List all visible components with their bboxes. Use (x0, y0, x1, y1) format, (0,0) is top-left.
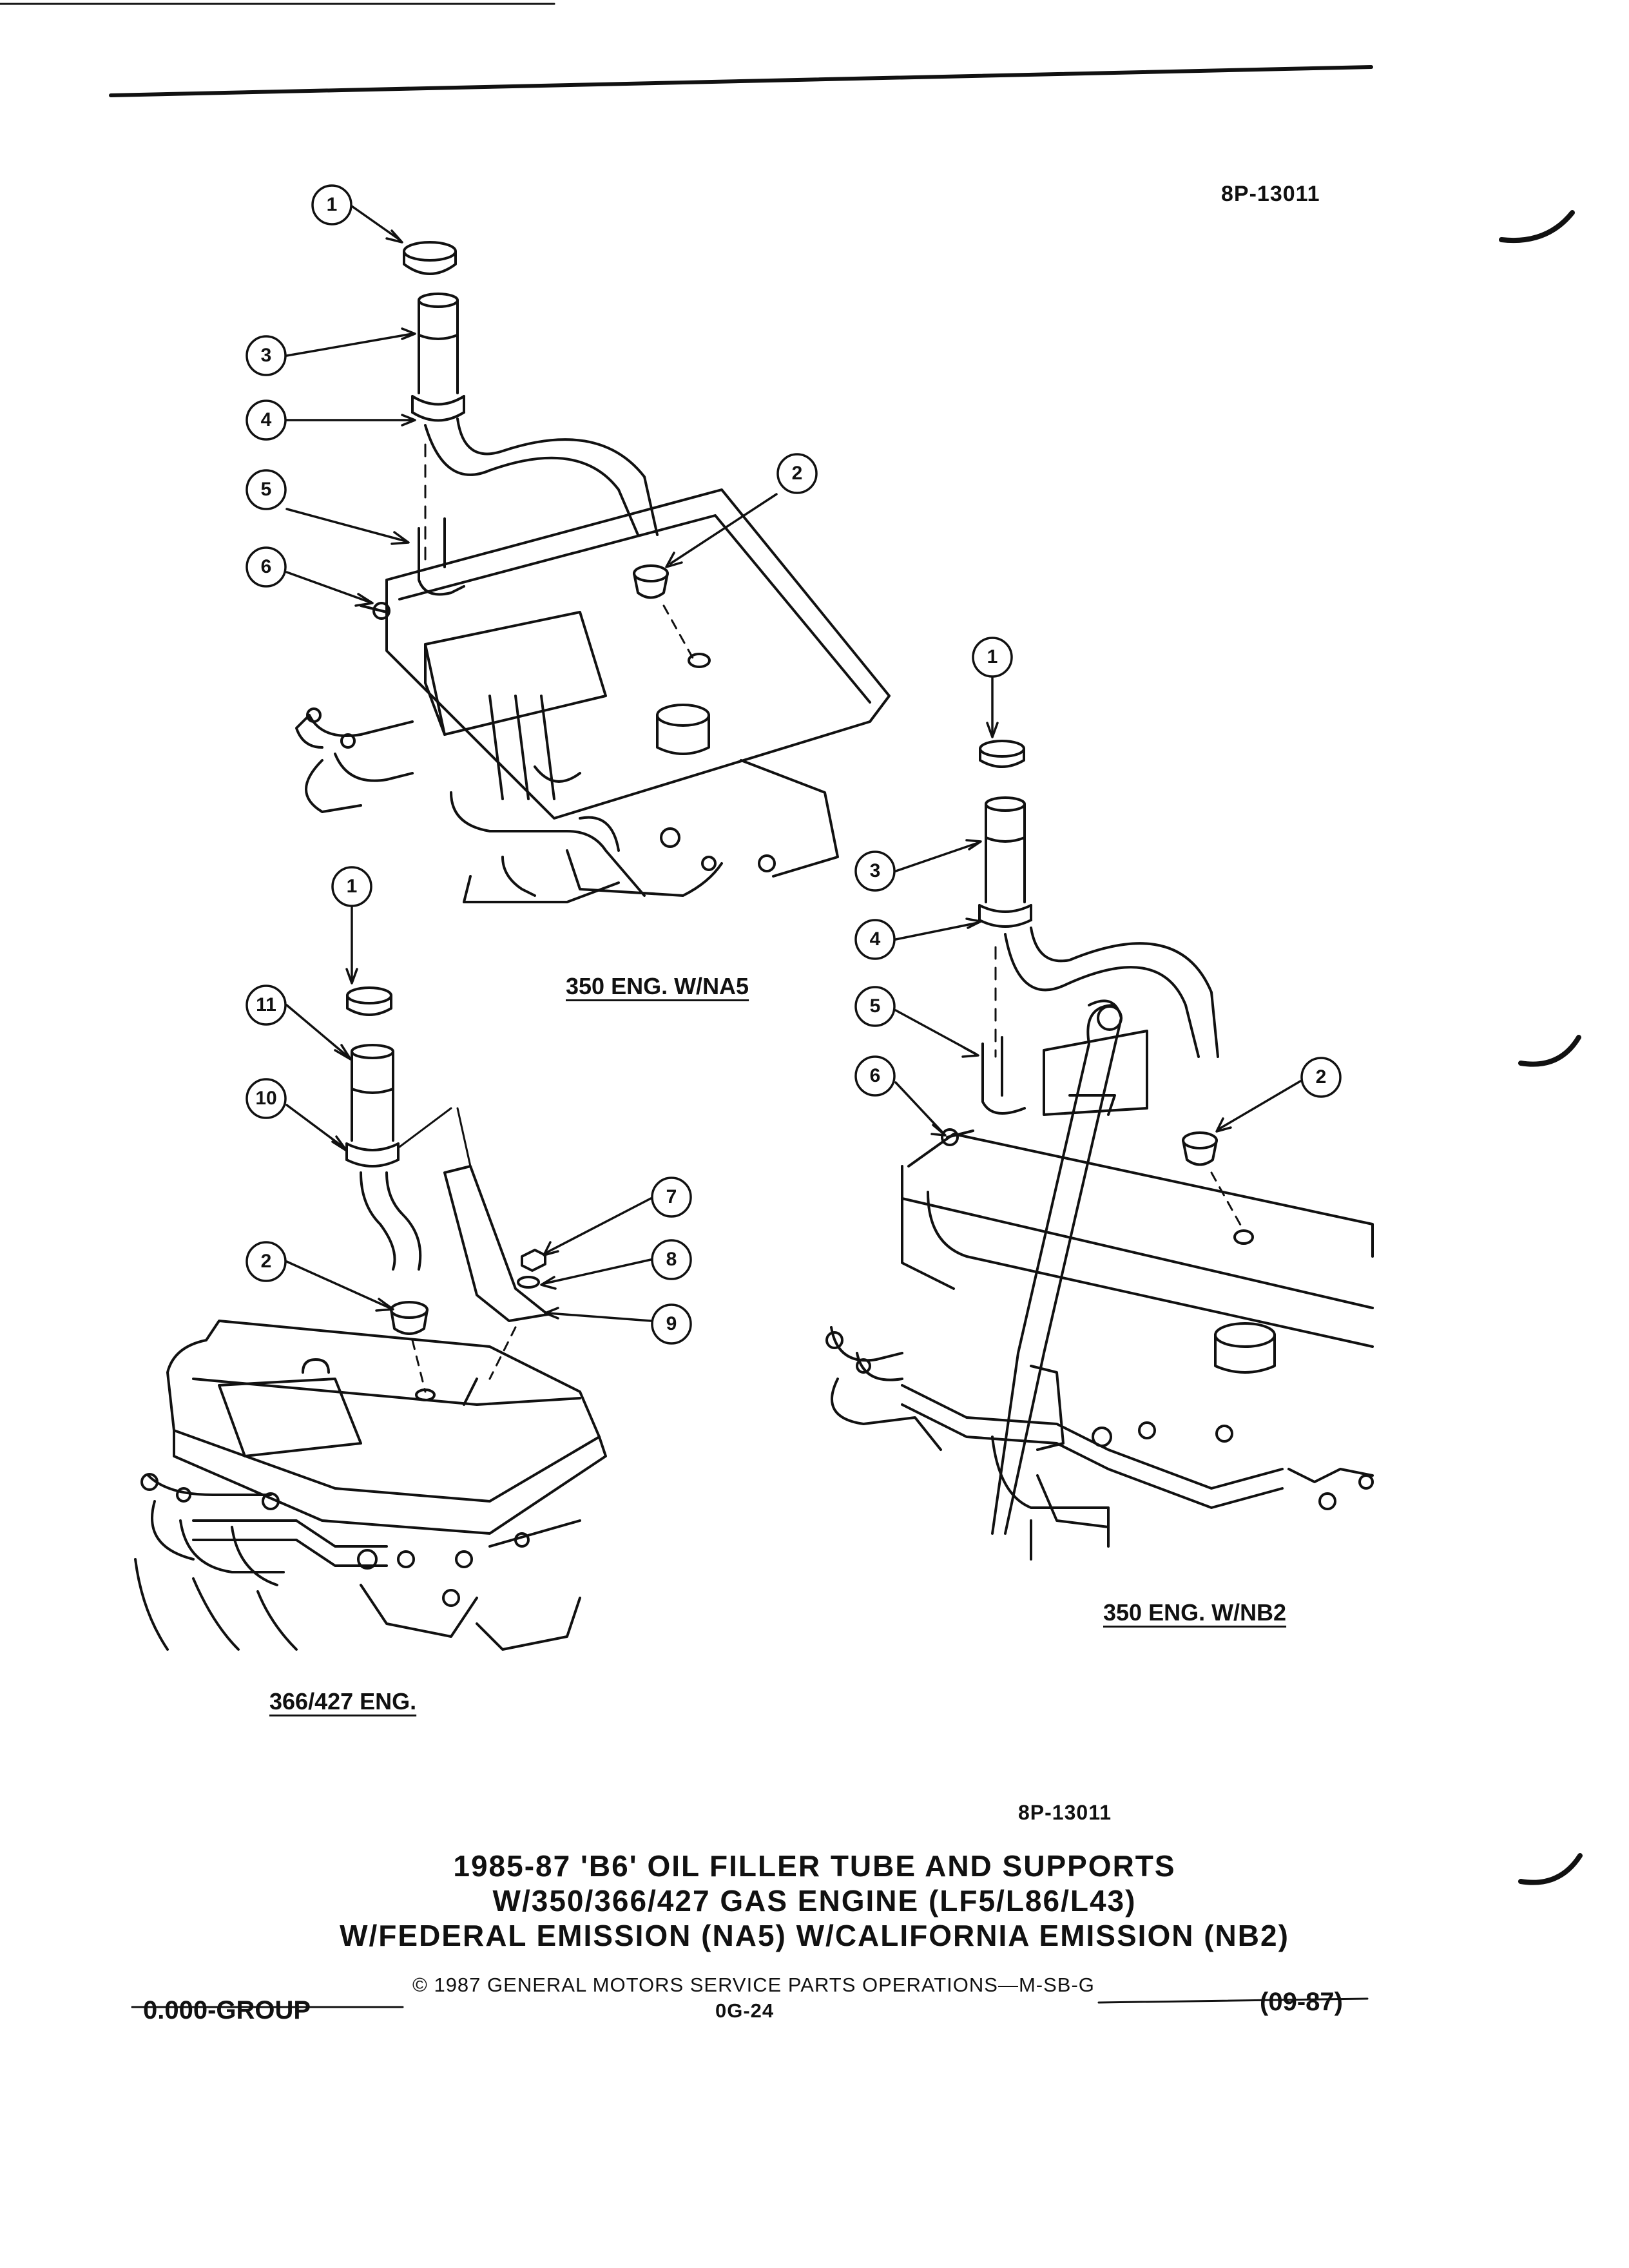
title-line-2: W/350/366/427 GAS ENGINE (LF5/L86/L43) (492, 1884, 1137, 1917)
callout-nb2-2: 2 (1315, 1066, 1327, 1088)
callout-na5-4: 4 (260, 409, 272, 430)
callout-366-10: 10 (255, 1088, 277, 1109)
callout-na5-2: 2 (791, 463, 803, 484)
callout-nb2-5: 5 (869, 995, 881, 1017)
figure-number-top: 8P-13011 (1221, 182, 1320, 206)
callout-na5-1: 1 (326, 194, 338, 215)
caption-nb2: 350 ENG. W/NB2 (1103, 1599, 1287, 1626)
callout-366-7: 7 (666, 1186, 677, 1207)
na5-engine-drawing (295, 241, 891, 903)
title-line-1: 1985-87 'B6' OIL FILLER TUBE AND SUPPORT… (453, 1849, 1176, 1883)
callout-nb2-1: 1 (987, 646, 998, 668)
callout-nb2-6: 6 (869, 1065, 881, 1086)
footer-page: 0G-24 (715, 1999, 775, 2022)
binder-mark (1518, 1853, 1583, 1885)
callout-na5-3: 3 (260, 345, 272, 366)
callout-nb2-4: 4 (869, 928, 881, 950)
caption-366-427: 366/427 ENG. (269, 1688, 417, 1715)
title-line-3: W/FEDERAL EMISSION (NA5) W/CALIFORNIA EM… (340, 1919, 1289, 1952)
callout-nb2-3: 3 (869, 860, 881, 881)
callout-366-9: 9 (666, 1313, 677, 1334)
callout-na5-5: 5 (260, 479, 272, 500)
figure-number-bottom: 8P-13011 (1018, 1801, 1112, 1824)
callout-366-8: 8 (666, 1249, 677, 1270)
callout-366-11: 11 (256, 994, 276, 1015)
nb2-engine-drawing (825, 740, 1374, 1561)
callout-circles (246, 184, 1342, 1345)
footer-group: 0.000-GROUP (143, 1996, 311, 2024)
eng366-engine-drawing (134, 986, 607, 1651)
callout-366-2: 2 (260, 1251, 272, 1272)
caption-na5: 350 ENG. W/NA5 (566, 973, 749, 999)
binder-mark (1499, 210, 1575, 244)
callout-na5-6: 6 (260, 556, 272, 577)
header-rule (109, 65, 1373, 97)
copyright-line: © 1987 GENERAL MOTORS SERVICE PARTS OPER… (412, 1974, 1095, 1996)
callout-366-1: 1 (346, 876, 358, 897)
binder-mark (1518, 1035, 1581, 1067)
footer-date: (09-87) (1260, 1988, 1343, 2016)
footer-rule-right (1097, 1997, 1369, 2004)
leader-lines (285, 205, 1302, 1322)
